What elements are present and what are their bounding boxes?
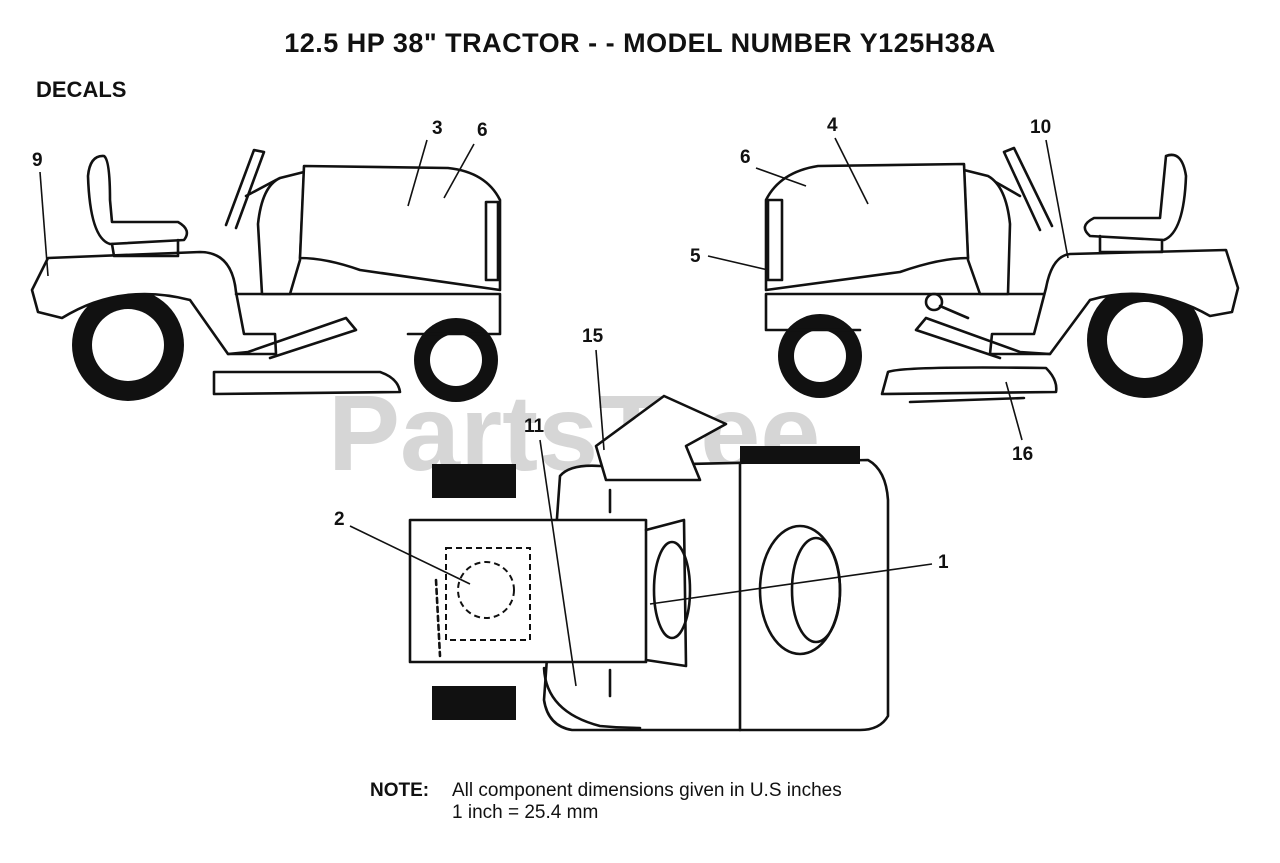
leader-15 bbox=[595, 349, 605, 451]
leader-5 bbox=[707, 255, 769, 271]
leader-4 bbox=[834, 137, 869, 205]
mower-deck-left bbox=[212, 370, 402, 396]
callout-6-left: 6 bbox=[477, 120, 488, 141]
callout-11: 11 bbox=[524, 416, 545, 437]
leader-10 bbox=[1045, 139, 1069, 259]
rear-fender-left bbox=[30, 250, 278, 356]
callout-5: 5 bbox=[690, 246, 701, 267]
footrest-right bbox=[914, 316, 1052, 360]
lift-lever-right bbox=[938, 304, 970, 320]
rear-fender-top bbox=[408, 518, 648, 664]
mower-deck-right bbox=[880, 366, 1058, 396]
callout-16: 16 bbox=[1012, 444, 1033, 465]
note-line-2: 1 inch = 25.4 mm bbox=[452, 802, 599, 823]
dash-tower-left bbox=[256, 170, 306, 296]
seat-base-left bbox=[110, 238, 180, 258]
dash-top bbox=[644, 518, 688, 668]
callout-3: 3 bbox=[432, 118, 443, 139]
rear-tire-top-upper bbox=[432, 464, 516, 498]
callout-15: 15 bbox=[582, 326, 604, 347]
tractor-right-side-view bbox=[764, 146, 1240, 404]
callout-4: 4 bbox=[827, 115, 838, 136]
rear-tire-top-lower bbox=[432, 686, 516, 720]
callout-6-right: 6 bbox=[740, 147, 751, 168]
leader-2 bbox=[349, 525, 471, 585]
callout-1: 1 bbox=[938, 552, 949, 573]
decal-circle-top bbox=[457, 561, 515, 619]
callouts: 3 6 9 4 6 5 10 16 15 11 2 1 bbox=[32, 115, 1069, 687]
leader-6-right bbox=[755, 167, 807, 187]
rear-hub-right bbox=[1107, 302, 1183, 378]
rear-fender-right bbox=[988, 248, 1240, 356]
leader-3 bbox=[407, 139, 428, 207]
leader-11 bbox=[539, 439, 577, 687]
leader-9 bbox=[39, 171, 49, 277]
decal-area-top bbox=[445, 547, 531, 641]
steering-top bbox=[652, 540, 692, 640]
front-hub-right bbox=[794, 330, 846, 382]
callout-10: 10 bbox=[1030, 117, 1051, 138]
dimension-note: NOTE: All component dimensions given in U… bbox=[370, 780, 842, 824]
grille-right bbox=[766, 198, 784, 282]
tractor-left-side-view bbox=[30, 148, 502, 402]
front-bumper-top bbox=[740, 446, 860, 464]
hood-right bbox=[764, 162, 970, 292]
footrest-left bbox=[226, 316, 358, 360]
rear-hub-left bbox=[92, 309, 164, 381]
callout-2: 2 bbox=[334, 509, 345, 530]
note-label: NOTE: bbox=[370, 780, 430, 801]
section-label: DECALS bbox=[36, 77, 127, 102]
note-line-1: All component dimensions given in U.S in… bbox=[452, 780, 842, 801]
rear-arc-top bbox=[542, 666, 642, 730]
seat-left bbox=[86, 154, 189, 246]
seat-top bbox=[594, 394, 728, 482]
deck-edge-right bbox=[908, 396, 1026, 404]
callout-9: 9 bbox=[32, 150, 43, 171]
front-hub-left bbox=[430, 334, 482, 386]
engine-cap-top bbox=[790, 536, 842, 644]
frame-left bbox=[234, 292, 502, 336]
steering-wheel-left bbox=[224, 148, 266, 230]
grille-left bbox=[484, 200, 500, 282]
frame-right bbox=[764, 292, 1046, 332]
diagram-title: 12.5 HP 38" TRACTOR - - MODEL NUMBER Y12… bbox=[284, 28, 996, 58]
leader-16 bbox=[1005, 381, 1023, 441]
decal-edge-top bbox=[434, 578, 442, 658]
hood-left bbox=[298, 164, 502, 292]
seat-base-right bbox=[1098, 234, 1164, 254]
lift-lever-knob-right bbox=[924, 292, 944, 312]
leader-1 bbox=[649, 563, 933, 605]
dash-tower-right bbox=[962, 168, 1012, 296]
steering-wheel-right bbox=[1002, 146, 1054, 232]
leader-6-left bbox=[443, 143, 475, 199]
seat-right bbox=[1083, 153, 1188, 242]
